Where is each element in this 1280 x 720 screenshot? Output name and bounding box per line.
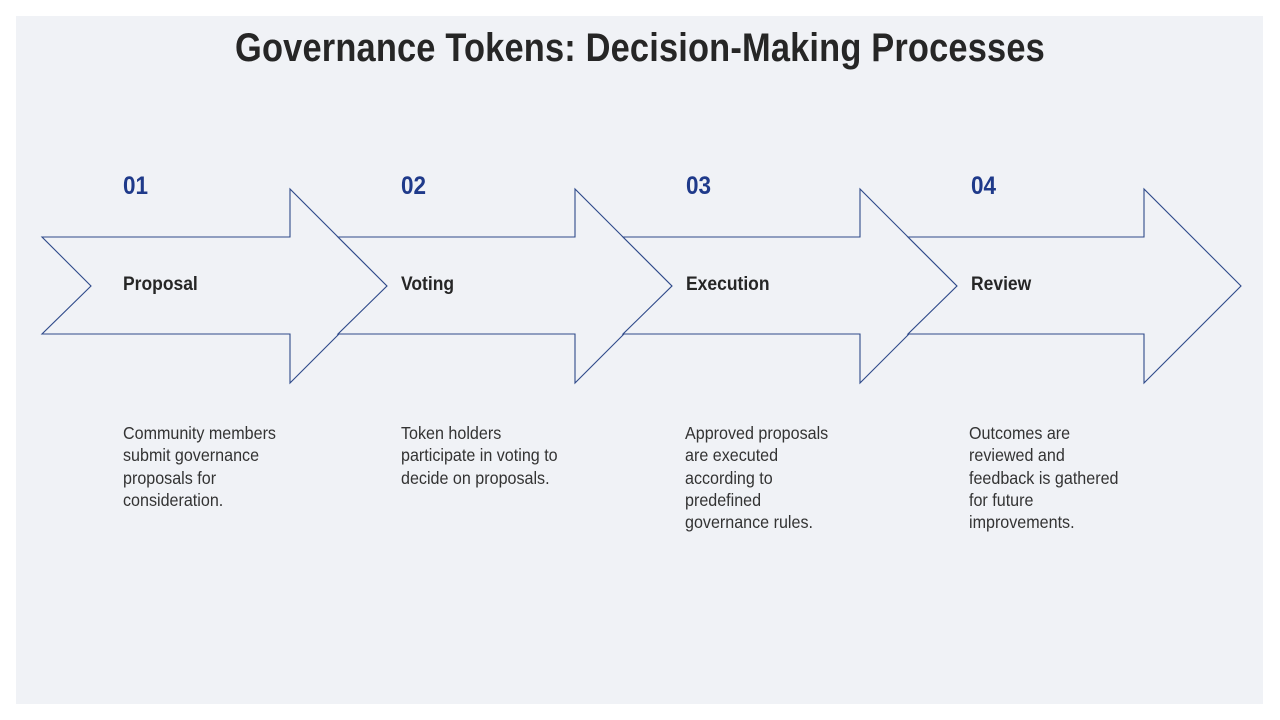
step-number-1: 01 xyxy=(123,172,149,200)
arrow-step-4 xyxy=(906,187,1242,385)
step-label-1: Proposal xyxy=(123,274,198,295)
step-description-2: Token holders participate in voting to d… xyxy=(401,423,558,488)
arrow-step-1 xyxy=(40,187,388,385)
page-title: Governance Tokens: Decision-Making Proce… xyxy=(235,26,1045,70)
step-number-3: 03 xyxy=(686,172,712,200)
step-label-2: Voting xyxy=(401,274,455,295)
step-description-3: Approved proposals are executed accordin… xyxy=(685,423,829,533)
step-number-4: 04 xyxy=(971,172,997,200)
arrow-step-3 xyxy=(621,187,958,385)
arrow-step-2 xyxy=(336,187,673,385)
slide-background xyxy=(16,16,1263,704)
step-number-2: 02 xyxy=(401,172,427,200)
step-description-1: Community members submit governance prop… xyxy=(123,423,276,510)
step-description-4: Outcomes are reviewed and feedback is ga… xyxy=(969,423,1119,533)
step-label-3: Execution xyxy=(686,274,770,295)
step-label-4: Review xyxy=(971,274,1032,295)
